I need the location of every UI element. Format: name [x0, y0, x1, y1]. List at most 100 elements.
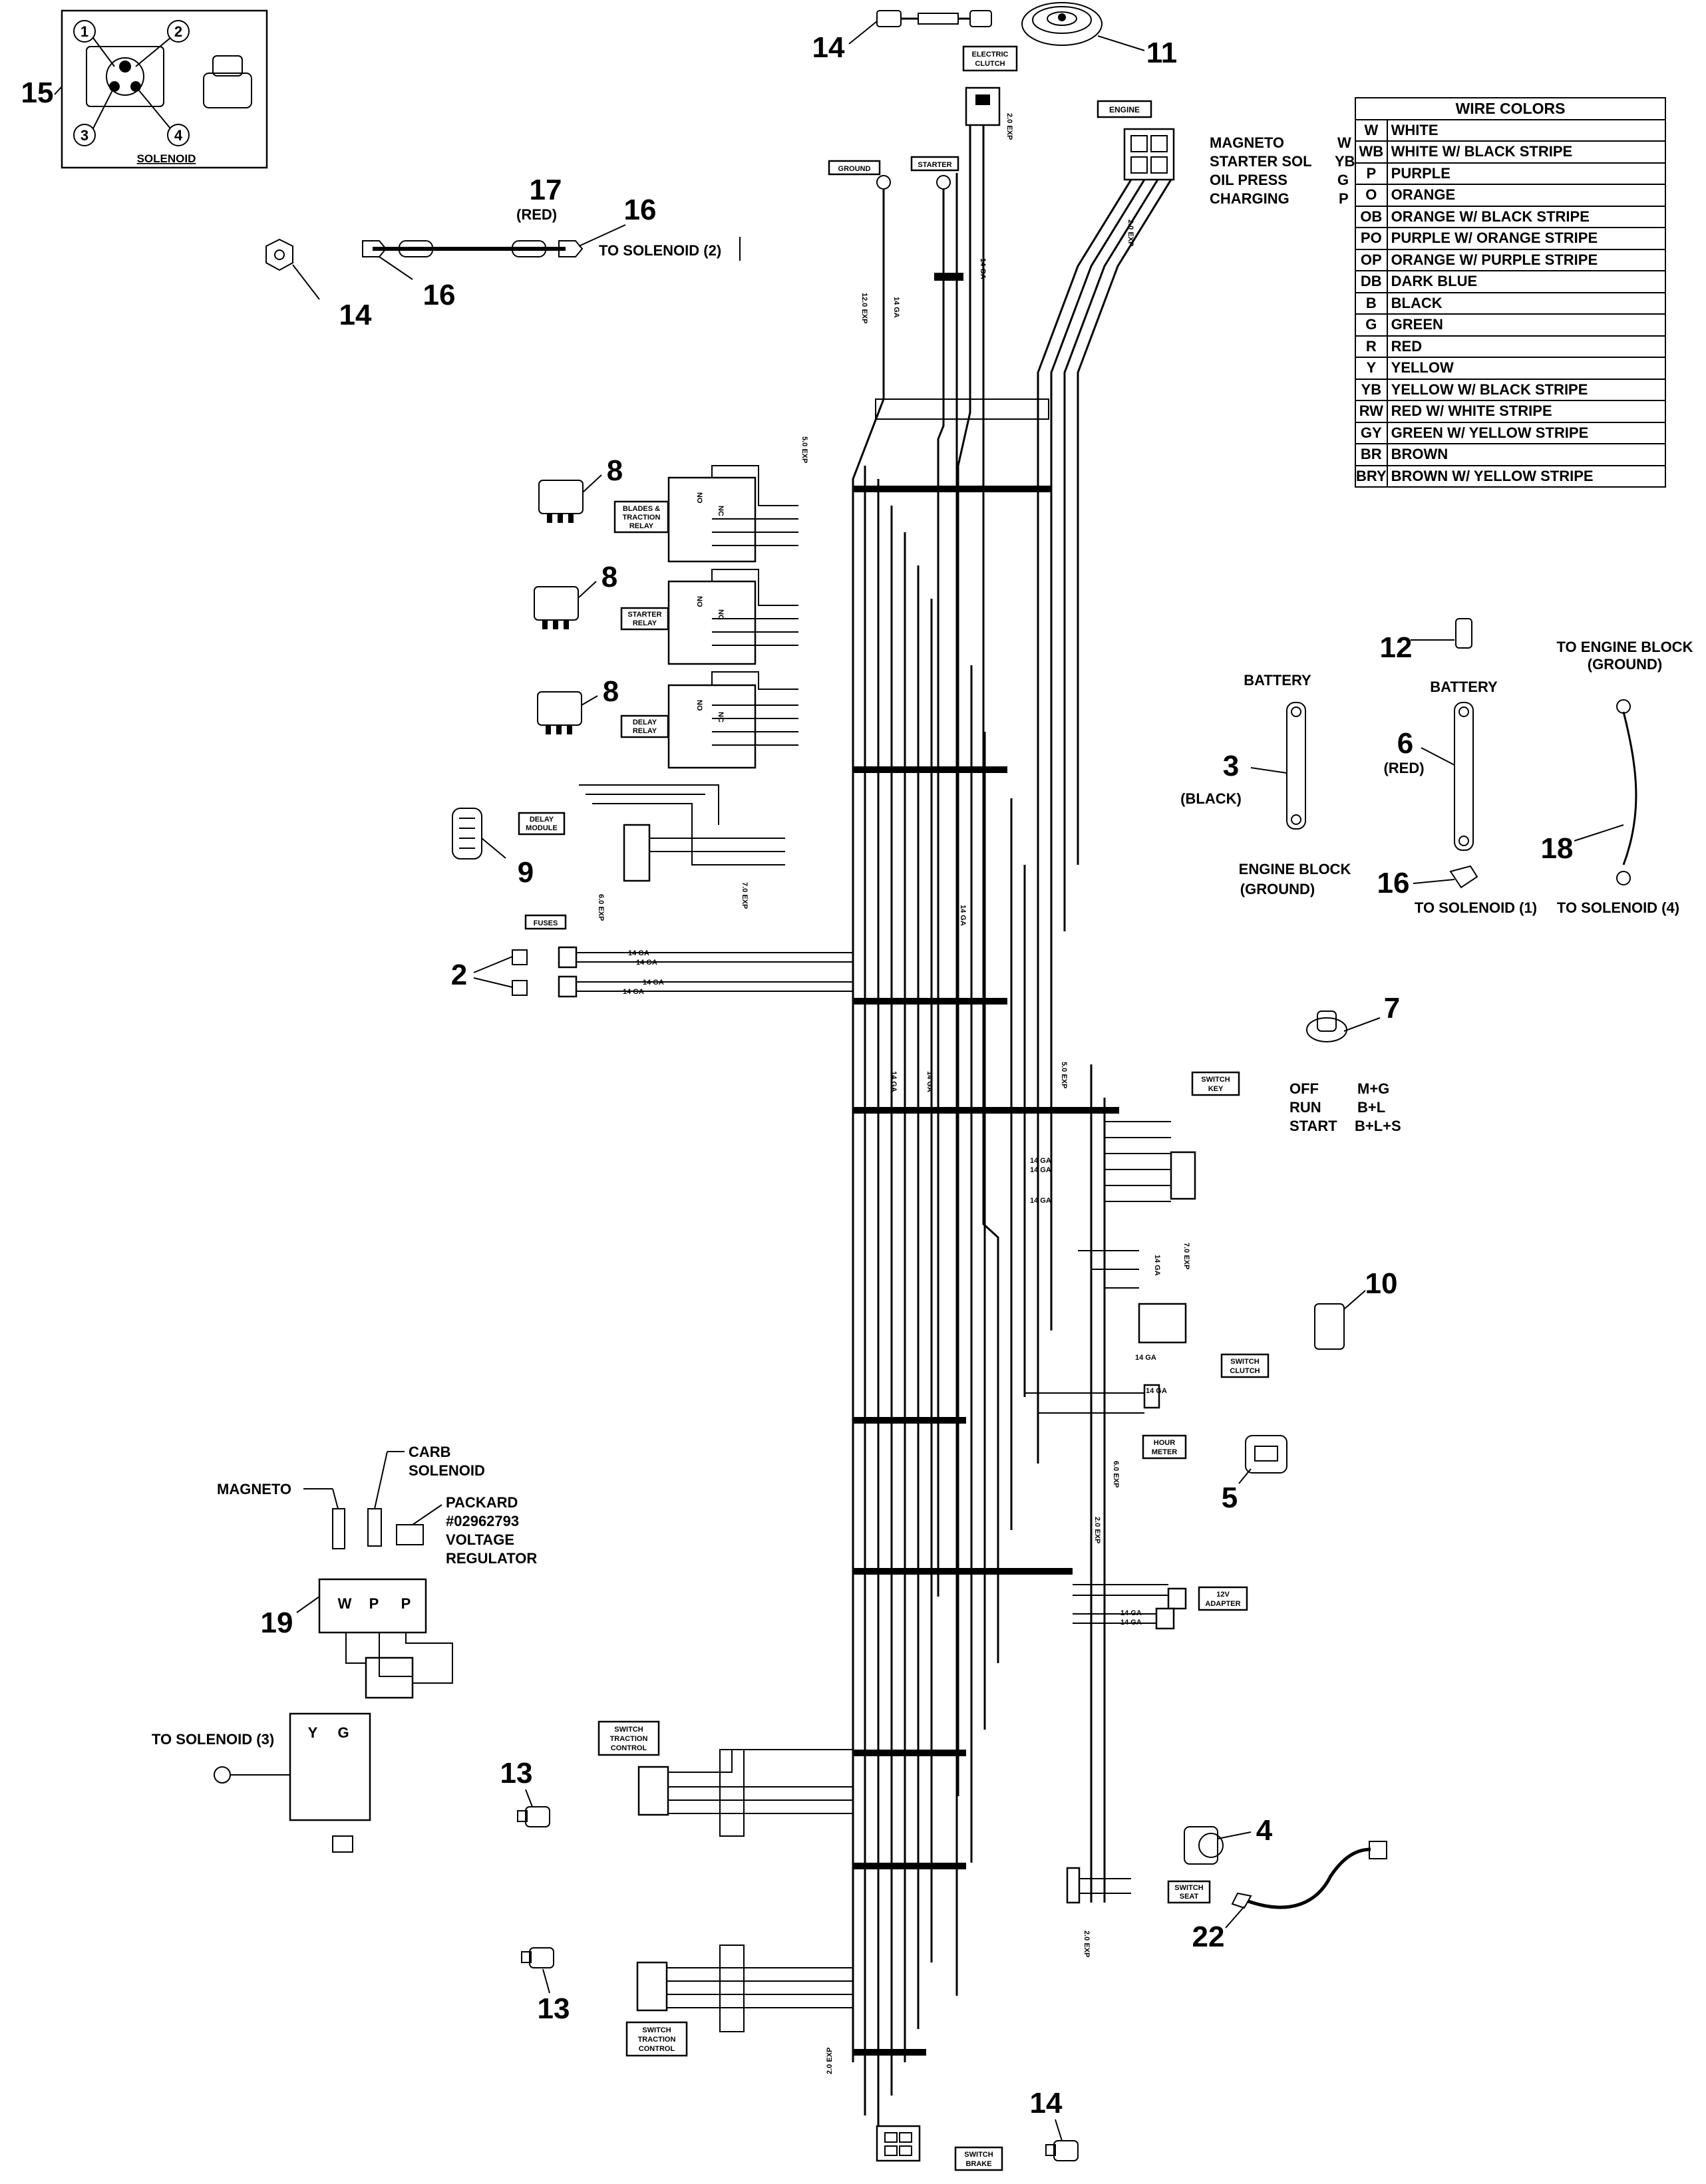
callout-19: 19 — [261, 1607, 293, 1639]
color-code: Y — [1355, 357, 1388, 380]
terminal-1-label: 1 — [81, 23, 88, 40]
terminal-2-marker — [167, 20, 190, 43]
annot-relay-nc-1: NC — [717, 506, 725, 516]
annot-14ga-3: 14 GA — [959, 905, 967, 926]
annot-exp-6-a: 6.0 EXP — [597, 894, 605, 921]
engine-wire-starter-code: YB — [1335, 153, 1355, 170]
callout-10: 10 — [1365, 1267, 1398, 1300]
annot-14ga-7: 14 GA — [1030, 1166, 1051, 1174]
tag-traction-upper-3: CONTROL — [611, 1744, 647, 1752]
battery-label-right: BATTERY — [1430, 679, 1498, 695]
part-13-lower-icon — [521, 1947, 554, 1968]
callout-7: 7 — [1384, 992, 1400, 1024]
callout-13-b: 13 — [538, 1992, 570, 2025]
tag-electric-clutch-1: ELECTRIC — [972, 51, 1009, 59]
reg-pin-g: G — [337, 1724, 349, 1741]
color-code: R — [1355, 335, 1388, 358]
battery-cable-6 — [1454, 702, 1474, 851]
callout-4: 4 — [1256, 1814, 1273, 1847]
annot-14ga-8: 14 GA — [1030, 1197, 1051, 1205]
engine-wire-magneto: MAGNETO — [1210, 134, 1284, 151]
annot-14ga-fuse-1: 14 GA — [628, 949, 649, 957]
switch-traction-control-upper — [637, 1749, 853, 1837]
callout-11: 11 — [1146, 37, 1178, 69]
switch-brake-icon — [876, 2125, 921, 2162]
callout-21: 14 — [339, 299, 372, 331]
key-state-start: START — [1289, 1118, 1337, 1134]
harness-trunk — [852, 125, 1172, 2129]
color-name: BROWN — [1386, 443, 1667, 466]
color-code: WB — [1355, 140, 1388, 164]
reg-pin-p1: P — [369, 1595, 379, 1612]
fuses-icon — [512, 946, 853, 998]
annot-exp-7-a: 7.0 EXP — [741, 882, 749, 909]
tag-delay-relay-2: RELAY — [633, 727, 657, 735]
color-code: OB — [1355, 205, 1388, 228]
reg-pin-p2: P — [401, 1595, 411, 1612]
annot-14ga-6: 14 GA — [1030, 1157, 1051, 1165]
tag-delay-module-1: DELAY — [530, 816, 554, 824]
color-code: W — [1355, 118, 1388, 142]
engine-wire-magneto-code: W — [1337, 134, 1351, 151]
callout-9: 9 — [518, 856, 534, 889]
color-code: YB — [1355, 378, 1388, 401]
reg-pin-y: Y — [308, 1724, 318, 1741]
color-code: PO — [1355, 227, 1388, 250]
color-name: PURPLE — [1386, 162, 1667, 185]
color-code: P — [1355, 162, 1388, 185]
annot-relay-nc-3: NC — [717, 712, 725, 722]
annot-14ga-5: 14 GA — [926, 1071, 934, 1092]
annot-14ga-10: 14 GA — [1135, 1354, 1156, 1362]
terminal-3-label: 3 — [81, 127, 88, 144]
annot-relay-nc-2: NC — [717, 609, 725, 620]
tag-hour-meter-1: HOUR — [1154, 1439, 1175, 1447]
key-contacts-run: B+L — [1357, 1099, 1385, 1116]
tag-blades-relay-1: BLADES & — [623, 505, 660, 513]
ground-lug-icon — [876, 175, 891, 190]
tag-switch-key-2: KEY — [1208, 1085, 1224, 1093]
red-label: (RED) — [1383, 760, 1424, 776]
color-code: OP — [1355, 248, 1388, 271]
callout-13-a: 13 — [500, 1757, 533, 1790]
tag-switch-key-1: SWITCH — [1201, 1076, 1230, 1084]
color-name: ORANGE W/ BLACK STRIPE — [1386, 205, 1667, 228]
color-name: YELLOW — [1386, 357, 1667, 380]
color-code: GY — [1355, 421, 1388, 444]
delay-relay-icon — [537, 671, 798, 769]
part-14-icon — [1045, 2140, 1079, 2161]
hour-meter-icon — [1025, 1384, 1287, 1474]
callouts: 15 14 11 17 16 16 14 8 8 8 9 2 12 3 6 16… — [21, 21, 1624, 2141]
annot-exp-2-top: 2.0 EXP — [1005, 113, 1013, 140]
color-code: O — [1355, 184, 1388, 207]
tag-traction-lower-3: CONTROL — [639, 2045, 675, 2053]
callout-16-right: 16 — [1377, 867, 1410, 899]
engine-wire-charging-code: P — [1339, 190, 1349, 207]
engine-wire-oil-code: G — [1337, 172, 1349, 188]
color-name: GREEN W/ YELLOW STRIPE — [1386, 421, 1667, 444]
callout-2: 2 — [451, 959, 467, 991]
cable-17 — [362, 237, 741, 261]
terminal-3-marker — [73, 124, 96, 146]
to-engine-block-label-1: TO ENGINE BLOCK — [1557, 639, 1693, 655]
key-state-off: OFF — [1289, 1080, 1319, 1097]
terminal-16-icon — [1449, 865, 1478, 889]
callout-6: 6 — [1397, 727, 1413, 760]
to-solenoid-3-label: TO SOLENOID (3) — [152, 1731, 274, 1748]
wire-colors-title: WIRE COLORS — [1355, 97, 1666, 120]
key-state-run: RUN — [1289, 1099, 1321, 1116]
color-name: BLACK — [1386, 291, 1667, 315]
color-name: ORANGE W/ PURPLE STRIPE — [1386, 248, 1667, 271]
tag-delay-relay-1: DELAY — [633, 718, 657, 726]
packard-label-4: REGULATOR — [446, 1550, 537, 1567]
starter-lug-icon — [936, 175, 951, 190]
key-contacts-off: M+G — [1357, 1080, 1389, 1097]
tag-fuses: FUSES — [534, 919, 558, 927]
clutch-connector — [965, 86, 1001, 126]
component-tags: ELECTRIC CLUTCH ENGINE GROUND STARTER BL… — [518, 45, 1270, 2171]
tag-starter-relay-1: STARTER — [627, 611, 661, 619]
engine-wire-starter: STARTER SOL — [1210, 153, 1312, 170]
